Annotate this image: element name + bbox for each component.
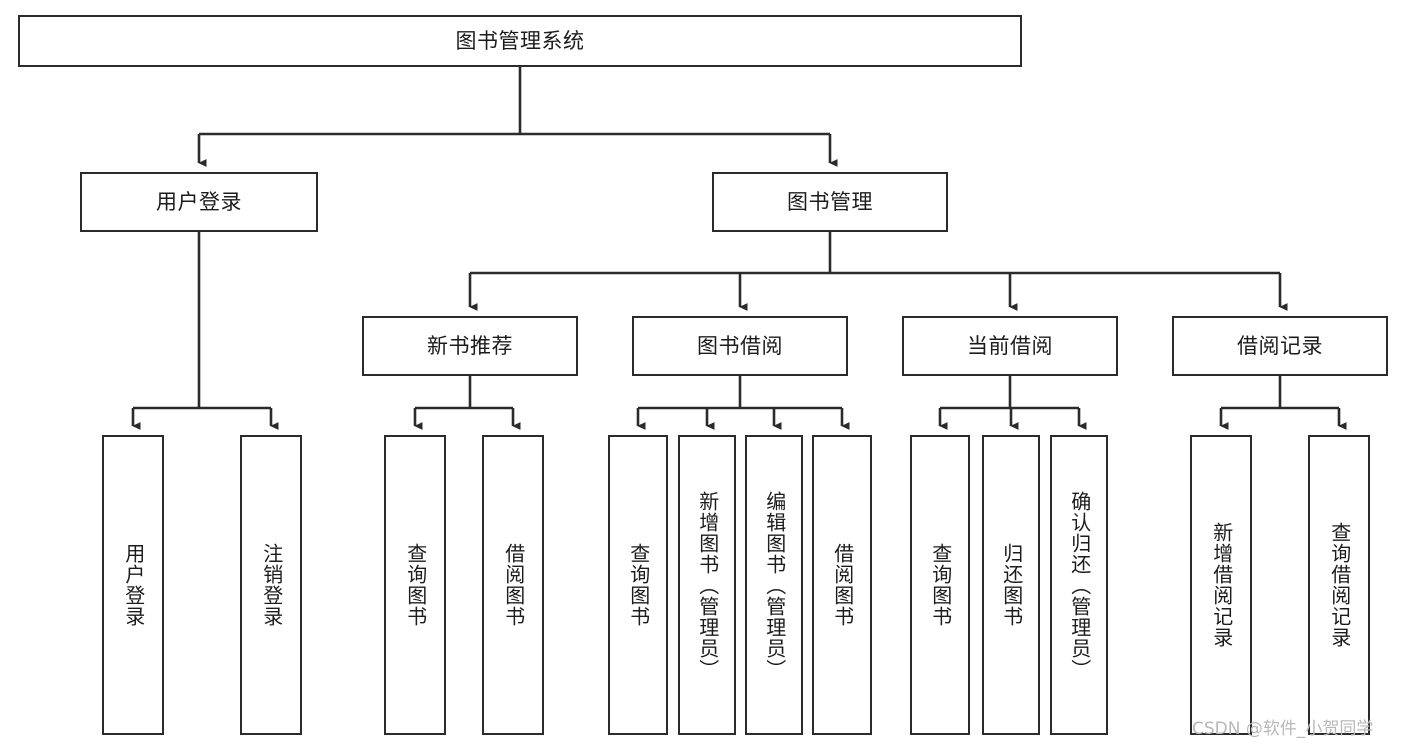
watermark-label: CSDN @软件_小贺同学 [1192, 719, 1374, 739]
node-label: 当前借阅 [967, 333, 1053, 358]
node-current[interactable]: 当前借阅 [902, 316, 1118, 376]
node-label: 查询图书 [626, 543, 651, 627]
node-leaf-bo-query[interactable]: 查询图书 [608, 435, 668, 735]
node-leaf-nb-query[interactable]: 查询图书 [384, 435, 446, 735]
node-label: 新增图书（管理员） [695, 490, 720, 680]
node-leaf-nb-borrow[interactable]: 借阅图书 [482, 435, 544, 735]
node-label: 借阅图书 [501, 543, 526, 627]
node-label: 新增借阅记录 [1209, 522, 1234, 648]
node-leaf-cu-return[interactable]: 归还图书 [982, 435, 1040, 735]
node-label: 查询图书 [403, 543, 428, 627]
node-leaf-logout[interactable]: 注销登录 [240, 435, 302, 735]
node-bookmgmt[interactable]: 图书管理 [712, 172, 948, 232]
node-leaf-cu-confirm[interactable]: 确认归还（管理员） [1050, 435, 1108, 735]
node-root[interactable]: 图书管理系统 [18, 15, 1022, 67]
node-label: 新书推荐 [427, 333, 513, 358]
node-leaf-rc-query[interactable]: 查询借阅记录 [1308, 435, 1370, 735]
node-login[interactable]: 用户登录 [80, 172, 318, 232]
node-label: 用户登录 [121, 543, 146, 627]
node-label: 归还图书 [999, 543, 1024, 627]
node-label: 注销登录 [259, 543, 284, 627]
node-leaf-rc-add[interactable]: 新增借阅记录 [1190, 435, 1252, 735]
node-label: 图书管理系统 [455, 28, 585, 53]
node-leaf-login[interactable]: 用户登录 [102, 435, 164, 735]
node-leaf-bo-edit[interactable]: 编辑图书（管理员） [745, 435, 803, 735]
node-label: 查询借阅记录 [1327, 522, 1352, 648]
node-label: 编辑图书（管理员） [762, 490, 787, 680]
node-label: 借阅记录 [1237, 333, 1323, 358]
node-leaf-bo-add[interactable]: 新增图书（管理员） [678, 435, 736, 735]
node-label: 借阅图书 [830, 543, 855, 627]
node-label: 图书借阅 [697, 333, 783, 358]
node-records[interactable]: 借阅记录 [1172, 316, 1388, 376]
node-leaf-cu-query[interactable]: 查询图书 [910, 435, 970, 735]
node-label: 查询图书 [928, 543, 953, 627]
node-label: 确认归还（管理员） [1067, 490, 1092, 680]
node-label: 用户登录 [156, 189, 242, 214]
node-borrow[interactable]: 图书借阅 [632, 316, 848, 376]
node-newbook[interactable]: 新书推荐 [362, 316, 578, 376]
node-label: 图书管理 [787, 189, 873, 214]
node-leaf-bo-borrow[interactable]: 借阅图书 [812, 435, 872, 735]
